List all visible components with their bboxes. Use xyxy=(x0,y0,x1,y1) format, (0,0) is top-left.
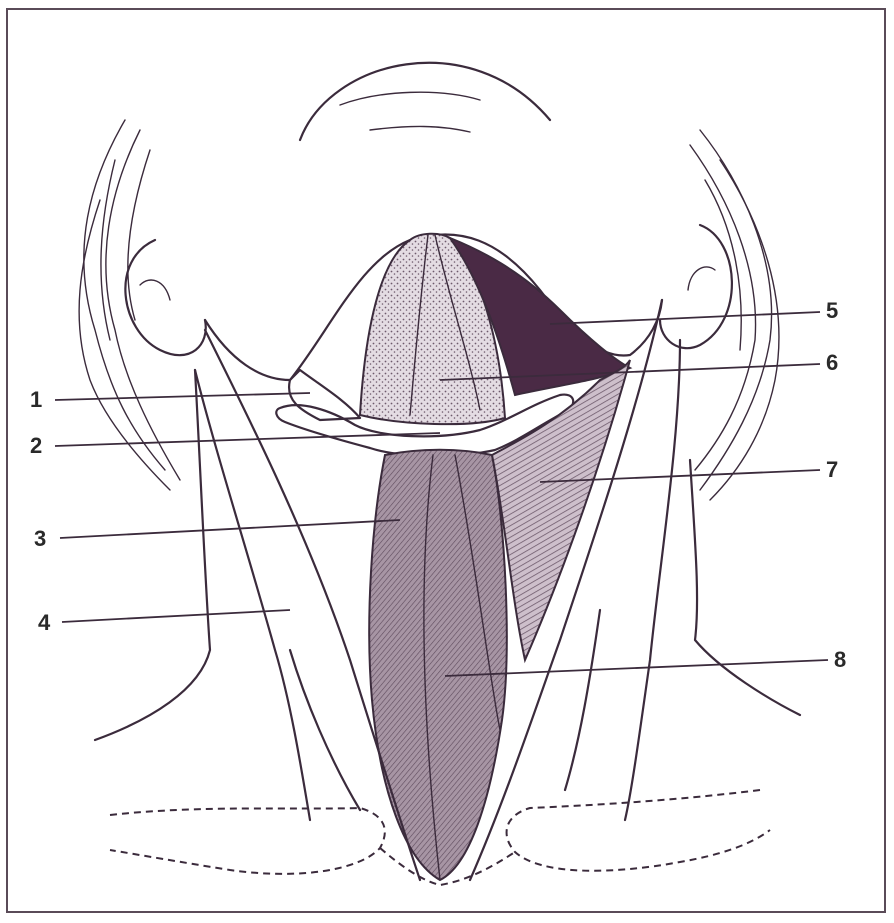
label-5: 5 xyxy=(826,298,838,323)
clavicle-right xyxy=(507,790,770,871)
leader-4 xyxy=(62,610,290,622)
neck-right xyxy=(690,460,800,715)
leader-3 xyxy=(60,520,400,538)
label-4: 4 xyxy=(38,610,51,635)
label-2: 2 xyxy=(30,433,42,458)
region-submandibular-left xyxy=(289,370,360,420)
neck-left-inner xyxy=(290,650,360,810)
neck-left xyxy=(95,370,210,740)
ear-right-inner xyxy=(688,267,715,290)
label-7: 7 xyxy=(826,457,838,482)
label-8: 8 xyxy=(834,647,846,672)
leader-1 xyxy=(55,393,310,400)
region-muscular-triangle xyxy=(369,450,507,880)
leader-2 xyxy=(55,433,440,446)
label-6: 6 xyxy=(826,350,838,375)
label-3: 3 xyxy=(34,526,46,551)
ear-left-inner xyxy=(140,280,170,300)
hair-left xyxy=(79,120,180,490)
label-1: 1 xyxy=(30,387,42,412)
leader-5 xyxy=(550,312,820,324)
ear-left xyxy=(125,240,205,355)
ear-right xyxy=(660,225,732,348)
region-carotid-triangle xyxy=(492,360,630,660)
clavicle-left xyxy=(110,808,385,874)
neck-right-inner xyxy=(565,610,600,790)
lip-line-lower xyxy=(370,126,470,132)
chin-outline xyxy=(300,63,550,140)
lip-line xyxy=(340,92,480,105)
